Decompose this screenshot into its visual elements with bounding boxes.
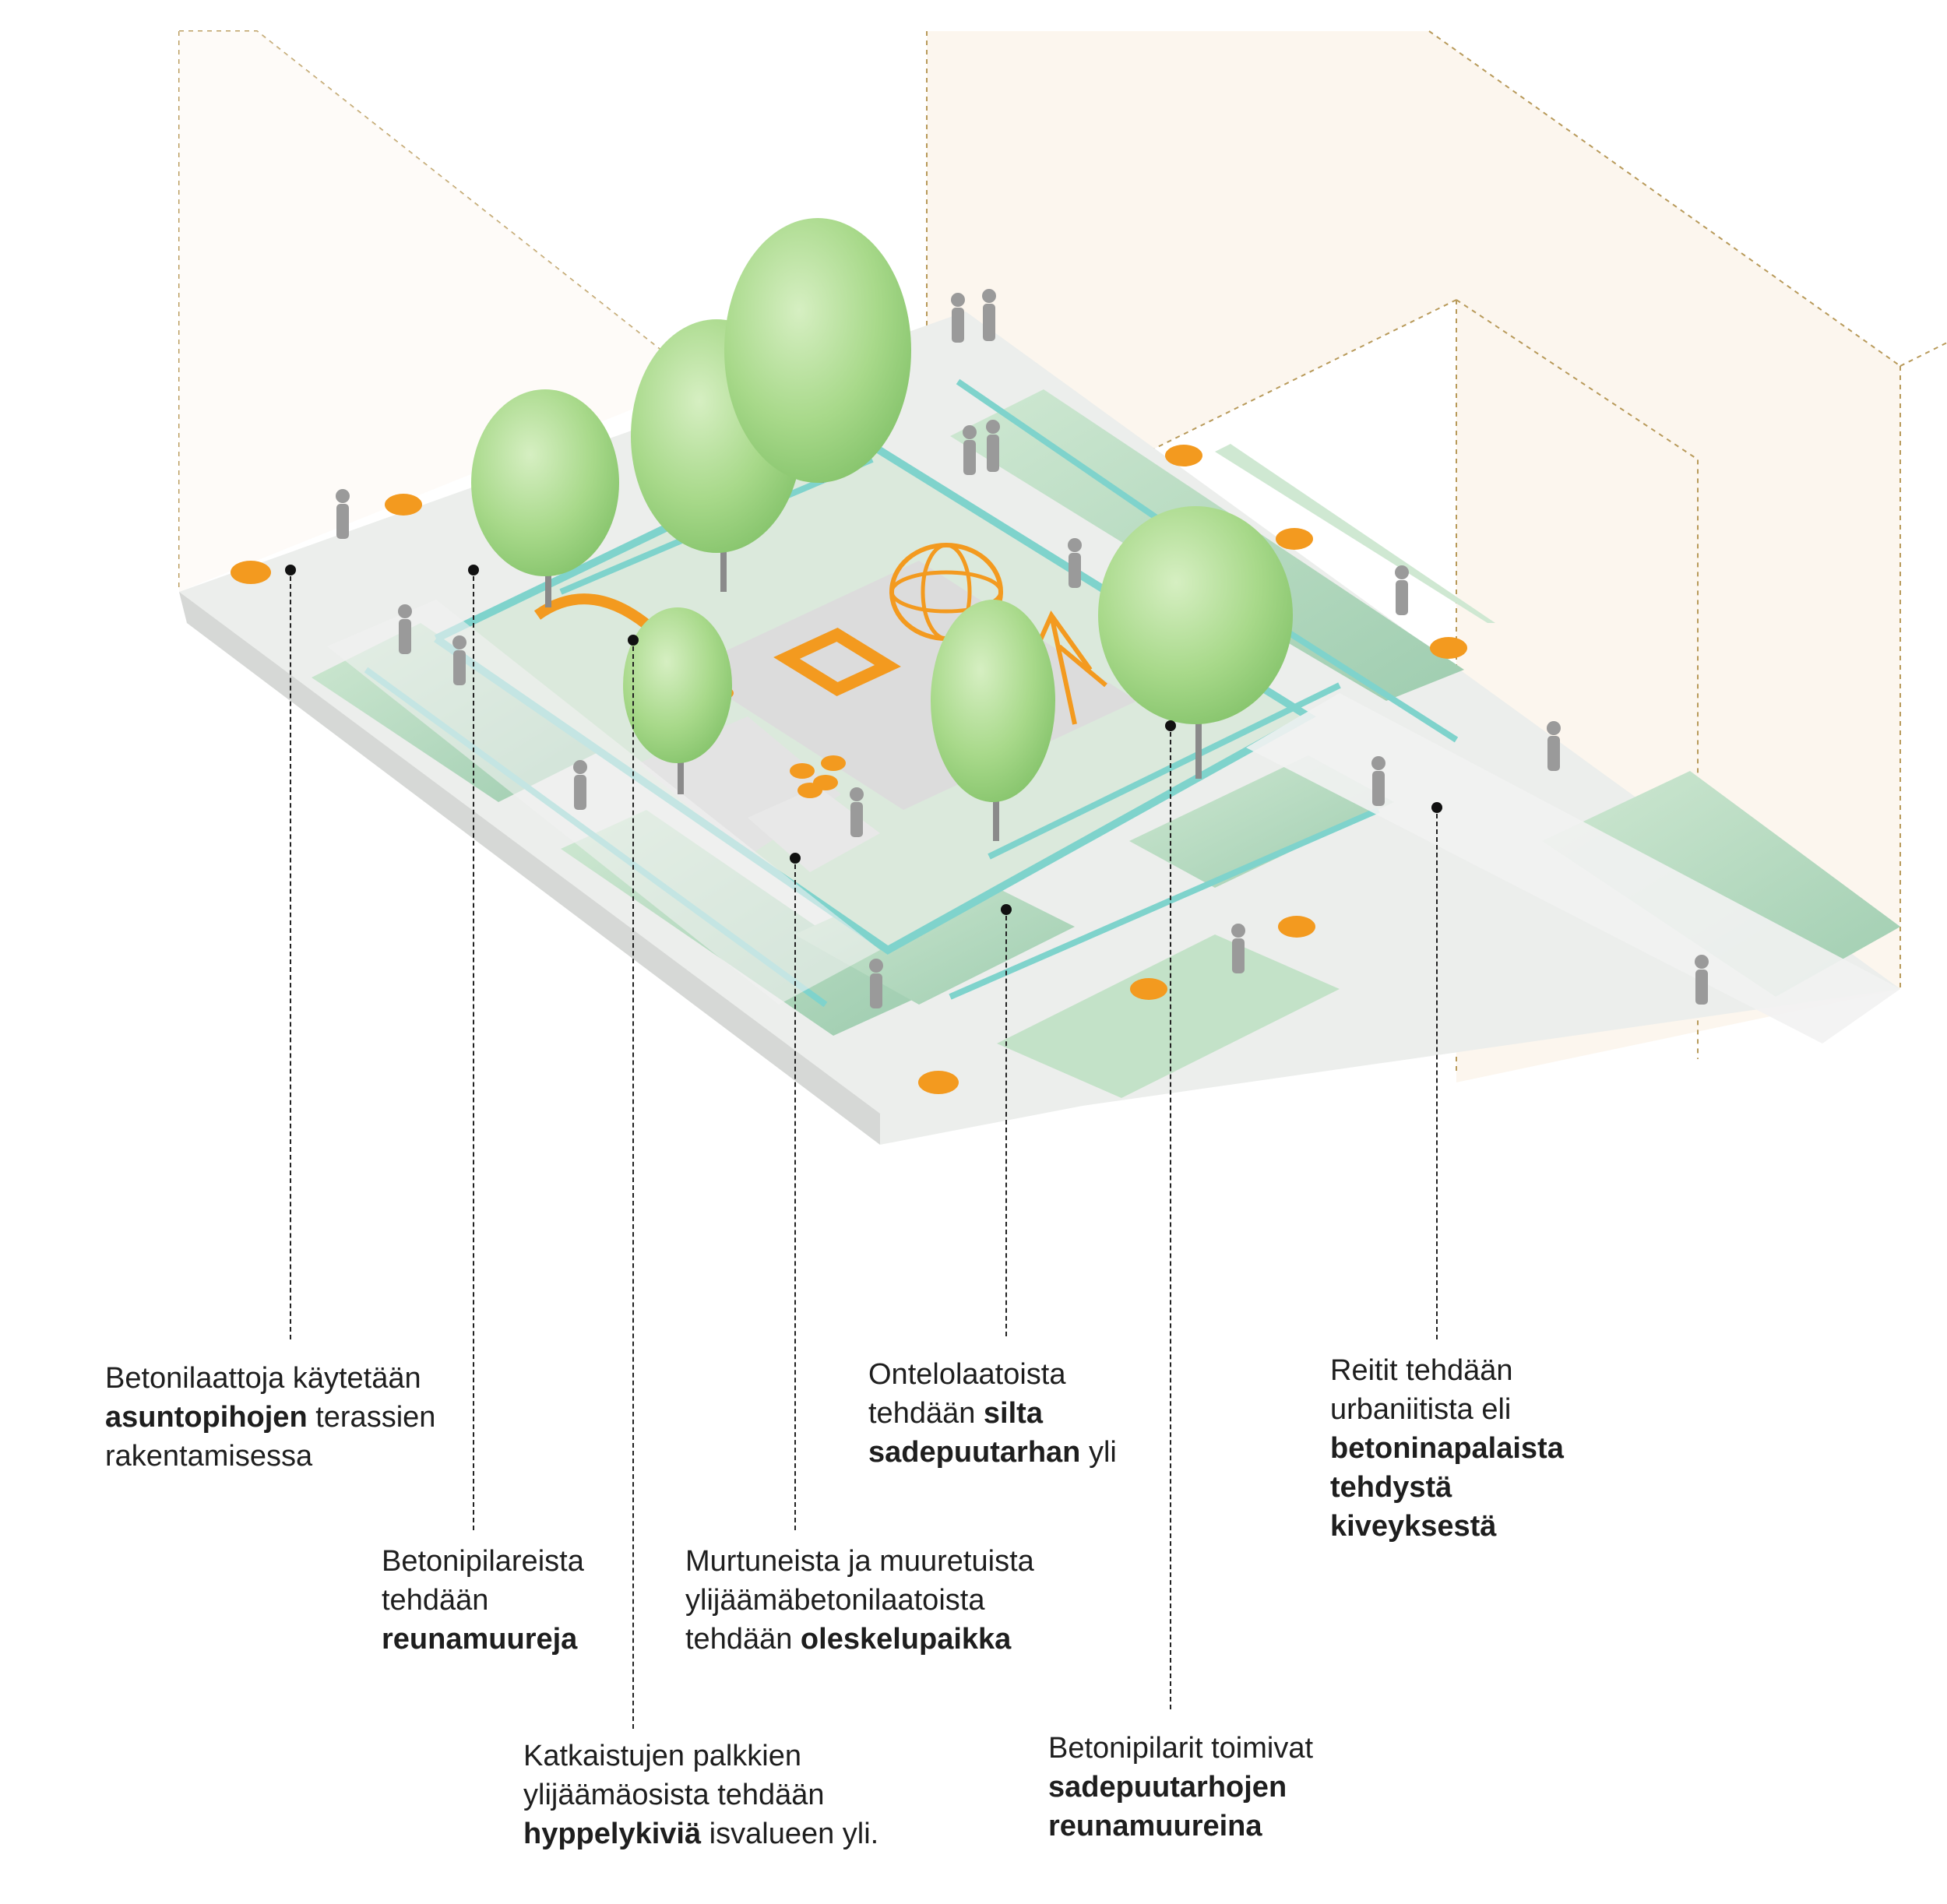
tree-icon bbox=[623, 607, 732, 794]
label-oleskelupaikka: Murtuneista ja muuretuista ylijäämäbeton… bbox=[685, 1542, 1034, 1659]
leader-dot-oleskelupaikka bbox=[790, 853, 801, 864]
leader-line-reitit bbox=[1436, 814, 1438, 1339]
leader-line-hyppelykivet bbox=[632, 646, 634, 1729]
person-figure-icon bbox=[869, 959, 883, 1008]
label-bold: oleskelupaikka bbox=[800, 1623, 1012, 1656]
leader-line-sadepuutarhat bbox=[1170, 732, 1171, 1709]
leader-line-oleskelupaikka bbox=[794, 864, 796, 1530]
sandbox-frame bbox=[773, 627, 901, 697]
label-bold: sadepuutarhan bbox=[868, 1436, 1081, 1469]
leader-dot-reitit bbox=[1431, 802, 1442, 813]
person-figure-icon bbox=[1068, 538, 1082, 588]
person-figure-icon bbox=[963, 425, 977, 475]
label-bold: reunamuureja bbox=[382, 1623, 578, 1656]
tree-icon bbox=[1098, 506, 1293, 779]
person-figure-icon bbox=[1395, 565, 1409, 615]
label-line: tehdään bbox=[868, 1397, 984, 1430]
label-line: urbaniitista eli bbox=[1330, 1393, 1512, 1426]
label-line: Ontelolaatoista bbox=[868, 1358, 1066, 1391]
label-bold: kiveyksestä bbox=[1330, 1510, 1497, 1543]
person-figure-icon bbox=[336, 489, 350, 539]
person-figure-icon bbox=[573, 760, 587, 810]
label-bold: tehdystä bbox=[1330, 1471, 1452, 1504]
label-line: tehdään bbox=[685, 1623, 801, 1656]
leader-dot-reunamuurit bbox=[468, 565, 479, 575]
person-figure-icon bbox=[398, 604, 412, 654]
label-line: ylijäämäosista tehdään bbox=[523, 1779, 825, 1811]
label-line: Betonipilarit toimivat bbox=[1048, 1732, 1314, 1765]
label-bold: silta bbox=[983, 1397, 1043, 1430]
leader-dot-hyppelykivet bbox=[628, 635, 639, 646]
label-silta: Ontelolaatoista tehdään silta sadepuutar… bbox=[868, 1355, 1117, 1472]
label-hyppelykivet: Katkaistujen palkkien ylijäämäosista teh… bbox=[523, 1737, 878, 1853]
label-line: rakentamisessa bbox=[105, 1440, 313, 1473]
label-bold: sadepuutarhojen bbox=[1048, 1771, 1287, 1804]
label-asuntopihat: Betonilaattoja käytetään asuntopihojen t… bbox=[105, 1359, 435, 1476]
person-figure-icon bbox=[1695, 955, 1709, 1005]
paved-routes bbox=[327, 600, 1900, 1044]
table-bench-icon bbox=[231, 424, 1467, 1094]
label-line: Betonipilareista bbox=[382, 1545, 584, 1578]
leader-dot-sadepuutarhat bbox=[1165, 720, 1176, 731]
label-reitit: Reitit tehdään urbaniitista eli betonina… bbox=[1330, 1351, 1564, 1546]
person-figure-icon bbox=[982, 289, 996, 341]
label-line: ylijäämäbetonilaatoista bbox=[685, 1584, 985, 1617]
leader-dot-silta bbox=[1001, 904, 1012, 915]
person-figure-icon bbox=[1231, 924, 1245, 973]
label-line: Reitit tehdään bbox=[1330, 1354, 1513, 1387]
label-line: Murtuneista ja muuretuista bbox=[685, 1545, 1034, 1578]
label-line: yli bbox=[1080, 1436, 1117, 1469]
person-figure-icon bbox=[1371, 756, 1385, 806]
leader-line-silta bbox=[1005, 916, 1007, 1336]
person-figure-icon bbox=[850, 787, 864, 837]
tree-icon bbox=[931, 600, 1055, 841]
label-sadepuutarhat: Betonipilarit toimivat sadepuutarhojen r… bbox=[1048, 1729, 1313, 1846]
trees bbox=[471, 218, 1293, 841]
person-figure-icon bbox=[951, 293, 965, 343]
leader-dot-asuntopihat bbox=[285, 565, 296, 575]
label-line: Katkaistujen palkkien bbox=[523, 1740, 801, 1772]
label-bold: hyppelykiviä bbox=[523, 1818, 702, 1850]
people bbox=[336, 289, 1709, 1008]
person-figure-icon bbox=[1547, 721, 1561, 771]
label-line: isvalueen yli. bbox=[701, 1818, 879, 1850]
tree-icon bbox=[471, 389, 619, 607]
label-bold: reunamuureina bbox=[1048, 1810, 1262, 1842]
person-figure-icon bbox=[986, 420, 1000, 472]
label-line: tehdään bbox=[382, 1584, 489, 1617]
label-reunamuurit: Betonipilareista tehdään reunamuureja bbox=[382, 1542, 584, 1659]
label-bold: betoninapalaista bbox=[1330, 1432, 1564, 1465]
person-figure-icon bbox=[452, 635, 467, 685]
label-bold: asuntopihojen bbox=[105, 1401, 308, 1434]
label-line: Betonilaattoja käytetään bbox=[105, 1362, 421, 1395]
leader-line-asuntopihat bbox=[290, 576, 291, 1339]
tree-icon bbox=[724, 218, 911, 483]
leader-line-reunamuurit bbox=[473, 576, 474, 1530]
label-line: terassien bbox=[307, 1401, 436, 1434]
